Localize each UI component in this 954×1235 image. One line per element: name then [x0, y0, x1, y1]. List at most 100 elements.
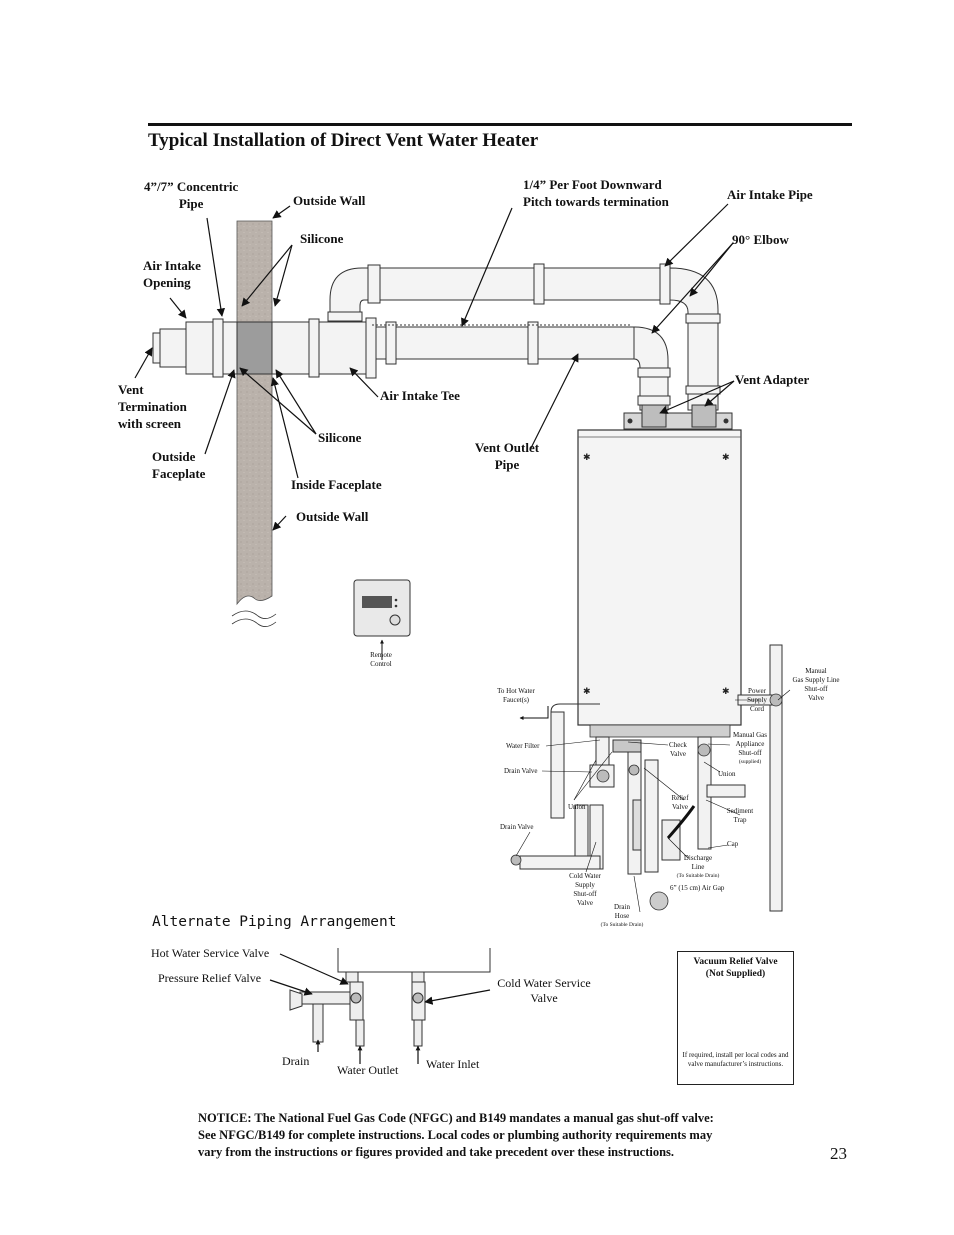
label-outside-wall-bottom: Outside Wall [296, 509, 369, 524]
concentric-vent-pipe [152, 317, 377, 379]
label-water-outlet: Water Outlet [337, 1063, 399, 1077]
vacuum-relief-title-line1: Vacuum Relief Valve [693, 957, 778, 967]
label-union-right: Union [718, 770, 736, 778]
label-sediment-trap-line2: Trap [733, 816, 747, 824]
label-cap: Cap [727, 840, 739, 848]
label-manual-gas-appliance-line3: Shut-off [738, 749, 762, 757]
label-vent-termination-line1: Vent [118, 382, 144, 397]
label-check-valve: Check Valve [664, 741, 692, 759]
label-manual-gas-appliance-line2: Appliance [735, 740, 765, 748]
label-outside-wall-top: Outside Wall [293, 193, 366, 208]
label-90-elbow: 90° Elbow [732, 232, 789, 247]
label-to-hot-water: To Hot Water Faucet(s) [488, 687, 544, 705]
label-downward-pitch: 1/4” Per Foot Downward Pitch towards ter… [523, 176, 669, 210]
label-vent-outlet-pipe-line1: Vent Outlet [474, 440, 540, 455]
label-outside-faceplate: Outside Faceplate [152, 448, 205, 482]
label-power-supply: Power Supply Cord [744, 687, 770, 714]
label-drain-hose-sub: (To Suitable Drain) [600, 922, 644, 928]
discharge-hose [666, 805, 696, 839]
label-pressure-relief-valve: Pressure Relief Valve [158, 971, 262, 985]
svg-text:✱: ✱ [583, 686, 591, 696]
svg-text:✱: ✱ [583, 452, 591, 462]
label-remote-control: Remote Control [362, 651, 400, 669]
label-manual-gas-line-line2: Gas Supply Line [792, 676, 840, 684]
label-relief-valve-line1: Relief [671, 794, 689, 802]
label-drain-valve-upper: Drain Valve [504, 767, 538, 775]
label-silicone-top: Silicone [300, 231, 344, 246]
label-drain-hose-line1: Drain [614, 903, 630, 911]
vacuum-relief-box: Vacuum Relief Valve (Not Supplied) If re… [677, 951, 794, 1085]
label-power-supply-line3: Cord [750, 705, 764, 713]
label-cold-water-supply-line4: Valve [577, 899, 593, 907]
label-manual-gas-appliance-line1: Manual Gas [732, 731, 768, 739]
vacuum-relief-title: Vacuum Relief Valve (Not Supplied) [678, 956, 793, 980]
label-vent-outlet-pipe-line2: Pipe [494, 457, 520, 472]
label-discharge-line-line1: Discharge [683, 854, 713, 862]
label-check-valve-line1: Check [669, 741, 687, 749]
label-drain: Drain [282, 1054, 310, 1068]
label-manual-gas-line-line1: Manual [805, 667, 827, 675]
label-air-intake-tee: Air Intake Tee [380, 388, 460, 403]
label-sediment-trap-line1: Sediment [726, 807, 754, 815]
label-air-gap: 6” (15 cm) Air Gap [670, 884, 725, 892]
page-title: Typical Installation of Direct Vent Wate… [148, 130, 539, 151]
label-cold-water-service-valve-line1: Cold Water Service [497, 976, 591, 990]
label-check-valve-line2: Valve [670, 750, 686, 758]
label-vent-termination-line2: Termination [118, 399, 187, 414]
label-union-left: Union [568, 803, 586, 811]
label-water-inlet: Water Inlet [426, 1057, 480, 1071]
label-discharge-line-line2: Line [691, 863, 705, 871]
vent-outlet-pipe [372, 321, 671, 411]
vacuum-relief-note: If required, install per local codes and… [682, 1051, 789, 1068]
label-vent-outlet-pipe: Vent Outlet Pipe [470, 439, 544, 473]
air-intake-pipe [327, 263, 721, 411]
label-manual-gas-line-line4: Valve [808, 694, 824, 702]
label-vent-termination: Vent Termination with screen [118, 381, 187, 432]
label-outside-faceplate-line2: Faceplate [152, 466, 206, 481]
label-manual-gas-appliance: Manual Gas Appliance Shut-off (supplied) [728, 731, 772, 767]
label-relief-valve-line2: Valve [672, 803, 688, 811]
label-air-intake-opening-line1: Air Intake [143, 258, 201, 273]
label-concentric-pipe-line1: 4”/7” Concentric [144, 179, 239, 194]
label-cold-water-service-valve: Cold Water Service Valve [492, 976, 596, 1006]
label-drain-valve-lower: Drain Valve [500, 823, 534, 831]
header-rule [148, 123, 852, 126]
page-number: 23 [830, 1144, 847, 1163]
svg-text:✱: ✱ [722, 452, 730, 462]
label-remote-control-line1: Remote [370, 651, 392, 659]
label-discharge-line: Discharge Line (To Suitable Drain) [676, 854, 720, 881]
label-to-hot-water-line1: To Hot Water [497, 687, 535, 695]
label-drain-hose-line2: Hose [614, 912, 630, 920]
svg-text:✱: ✱ [722, 686, 730, 696]
leader-lines [134, 203, 735, 1064]
notice-line2: See NFGC/B149 for complete instructions.… [198, 1128, 713, 1142]
label-remote-control-line2: Control [370, 660, 392, 668]
water-piping [519, 644, 783, 912]
alternate-piping-drawing [289, 948, 491, 1047]
label-sediment-trap: Sediment Trap [724, 807, 756, 825]
valves [510, 693, 783, 911]
label-air-intake-opening: Air Intake Opening [143, 257, 201, 291]
label-inside-faceplate: Inside Faceplate [291, 477, 382, 492]
label-drain-hose: Drain Hose (To Suitable Drain) [598, 903, 646, 930]
label-power-supply-line2: Supply [747, 696, 767, 704]
label-manual-gas-line-line3: Shut-off [804, 685, 828, 693]
label-downward-pitch-line1: 1/4” Per Foot Downward [523, 177, 662, 192]
label-to-hot-water-line2: Faucet(s) [502, 696, 530, 704]
notice-line1: NOTICE: The National Fuel Gas Code (NFGC… [198, 1111, 714, 1125]
notice-text: NOTICE: The National Fuel Gas Code (NFGC… [198, 1110, 818, 1161]
label-relief-valve: Relief Valve [666, 794, 694, 812]
label-silicone-bottom: Silicone [318, 430, 362, 445]
small-leader-lines [515, 689, 791, 913]
label-outside-faceplate-line1: Outside [152, 449, 196, 464]
label-air-intake-pipe: Air Intake Pipe [727, 187, 813, 202]
label-discharge-line-sub: (To Suitable Drain) [676, 873, 720, 879]
label-power-supply-line1: Power [748, 687, 766, 695]
label-vent-termination-line3: with screen [118, 416, 181, 431]
label-cold-water-supply-line2: Supply [575, 881, 595, 889]
remote-control [353, 579, 411, 660]
outside-wall [231, 220, 277, 627]
notice-line3: vary from the instructions or figures pr… [198, 1145, 675, 1159]
label-downward-pitch-line2: Pitch towards termination [523, 194, 669, 209]
